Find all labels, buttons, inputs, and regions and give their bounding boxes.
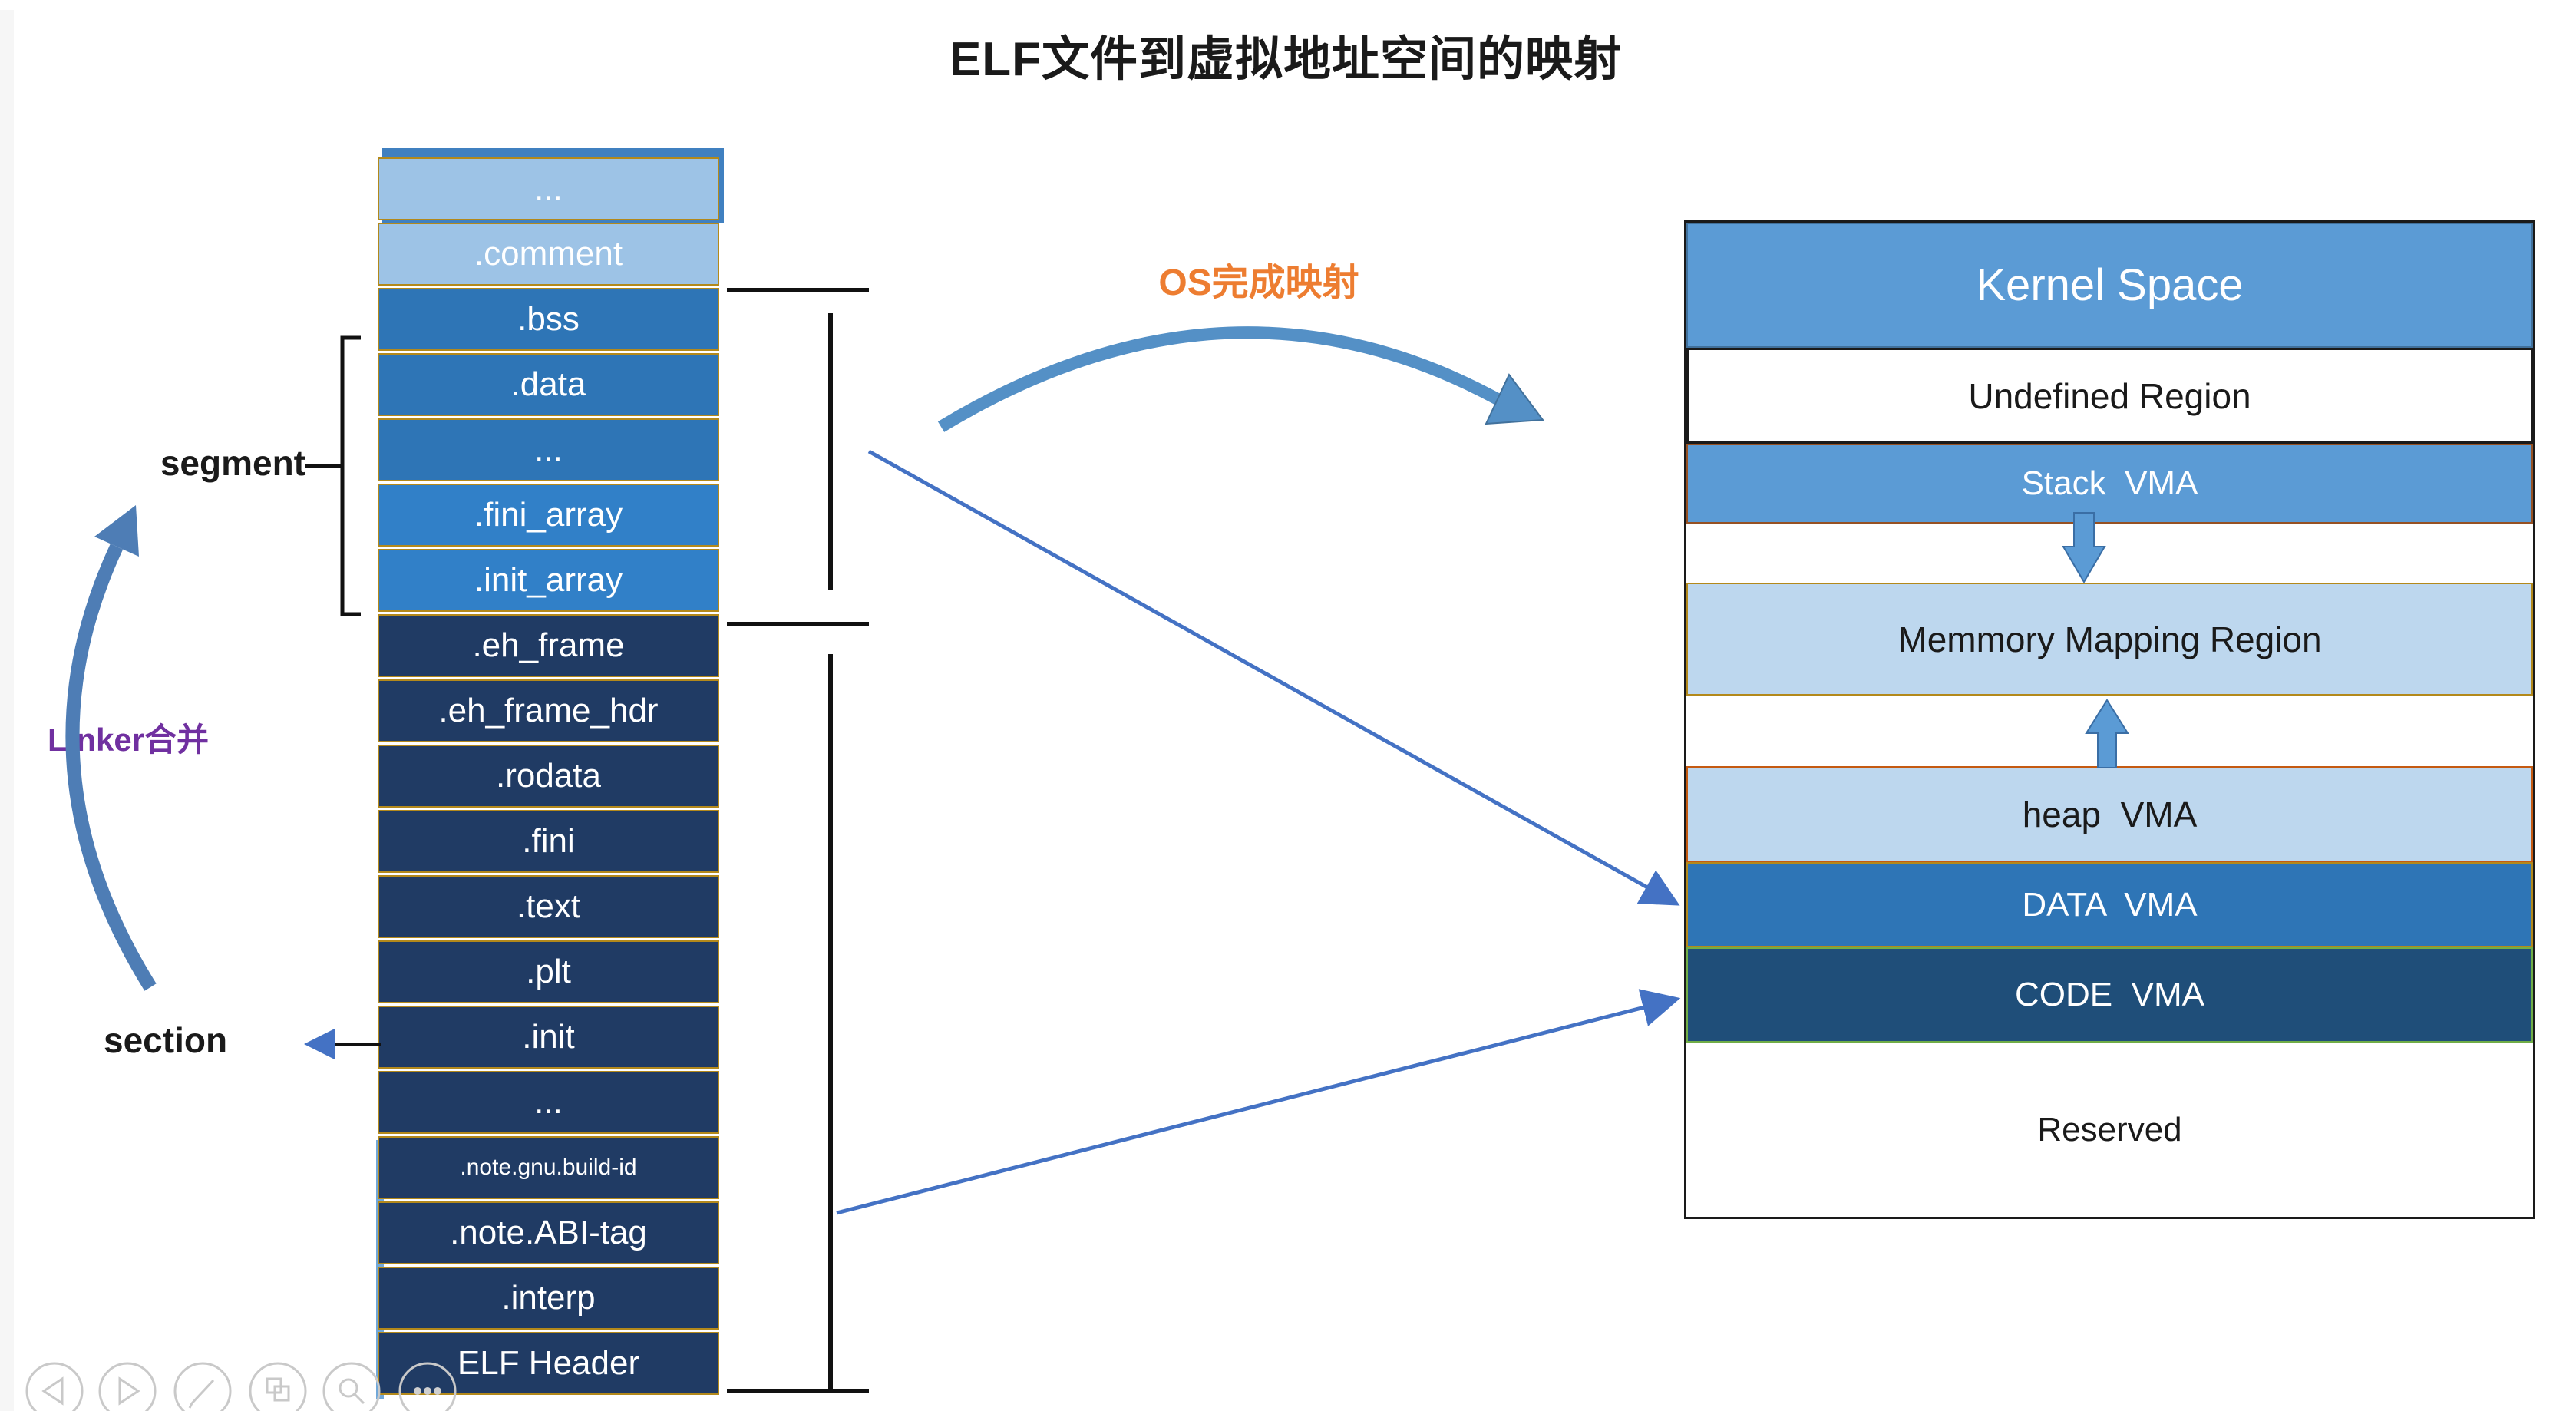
os-mapping-arrowhead-icon — [1485, 373, 1544, 425]
vma-row-label: Reserved — [2037, 1110, 2182, 1148]
vma-row-label: CODE VMA — [2015, 976, 2204, 1013]
elf-section-label: .comment — [474, 235, 623, 273]
elf-section-row: .note.ABI-tag — [378, 1201, 719, 1264]
elf-section-row: .comment — [378, 223, 719, 286]
next-icon — [118, 1376, 140, 1406]
elf-section-row: .eh_frame_hdr — [378, 679, 719, 742]
elf-section-row: .plt — [378, 940, 719, 1003]
elf-section-row: .eh_frame — [378, 614, 719, 677]
vma-row-label: Undefined Region — [1968, 375, 2251, 416]
elf-section-label: ... — [534, 170, 563, 207]
vma-row-label: DATA VMA — [2022, 885, 2198, 924]
elf-section-label: .eh_frame — [472, 626, 625, 664]
elf-section-row: .bss — [378, 288, 719, 351]
vma-row-heap: heap VMA — [1686, 766, 2533, 862]
elf-section-row: .data — [378, 353, 719, 416]
vma-row-label: Kernel Space — [1976, 260, 2244, 310]
linker-merge-arrowhead-icon — [94, 505, 139, 557]
elf-section-row: ... — [378, 418, 719, 481]
toolbar-pen-button[interactable] — [173, 1362, 232, 1411]
vma-row-undefined: Undefined Region — [1686, 348, 2533, 444]
page-title: ELF文件到虚拟地址空间的映射 — [949, 33, 1623, 86]
vma-row-kernel: Kernel Space — [1686, 223, 2533, 348]
vma-row-stackvma: Stack VMA — [1686, 444, 2533, 524]
vma-row-mmr: Memmory Mapping Region — [1686, 583, 2533, 696]
elf-section-row: .interp — [378, 1267, 719, 1330]
elf-section-row: .init_array — [378, 549, 719, 612]
elf-section-row: .fini — [378, 810, 719, 873]
vma-row-label: heap VMA — [2022, 794, 2198, 834]
elf-section-label: .fini_array — [474, 496, 623, 534]
elf-section-label: .note.gnu.build-id — [460, 1155, 637, 1180]
elf-section-row: .note.gnu.build-id — [378, 1136, 719, 1199]
toolbar-magnifier-button[interactable] — [322, 1362, 381, 1411]
magnifier-icon — [339, 1378, 358, 1398]
vma-row-label: Memmory Mapping Region — [1897, 619, 2322, 659]
elf-section-row: ... — [378, 157, 719, 220]
os-mapping-label: OS完成映射 — [1158, 263, 1359, 303]
elf-section-label: ... — [534, 1083, 563, 1121]
previous-icon — [41, 1376, 64, 1406]
segment-label: segment — [160, 443, 305, 483]
elf-section-label: .bss — [517, 300, 580, 338]
pen-icon — [188, 1379, 215, 1409]
segment-bracket — [340, 335, 361, 616]
elf-section-row: .init — [378, 1006, 719, 1069]
elf-section-label: .eh_frame_hdr — [438, 692, 659, 729]
elf-section-row: .text — [378, 875, 719, 938]
elf-section-row: ELF Header — [378, 1332, 719, 1395]
elf-section-label: .note.ABI-tag — [450, 1214, 647, 1251]
toolbar-slides-button[interactable] — [249, 1362, 307, 1411]
slides-icon-2 — [273, 1385, 290, 1402]
vma-row-reserved: Reserved — [1686, 1043, 2533, 1217]
mapping-arrow-data-vma — [867, 449, 1680, 906]
vma-row-codevma: CODE VMA — [1686, 947, 2533, 1043]
elf-section-row: .fini_array — [378, 484, 719, 547]
vma-row-gap1 — [1686, 524, 2533, 583]
elf-section-label: .rodata — [496, 757, 601, 795]
elf-section-row: .rodata — [378, 745, 719, 808]
os-mapping-arc — [937, 326, 1501, 432]
toolbar-previous-button[interactable] — [25, 1362, 84, 1411]
elf-section-label: .fini — [522, 822, 575, 860]
linker-merge-label: Linker合并 — [48, 722, 210, 758]
elf-section-label: .plt — [526, 953, 571, 990]
elf-section-row: ... — [378, 1071, 719, 1134]
elf-section-label: .data — [510, 365, 586, 403]
vma-row-datavma: DATA VMA — [1686, 862, 2533, 947]
toolbar-next-button[interactable] — [98, 1362, 157, 1411]
slides-icon — [266, 1377, 282, 1394]
elf-section-label: .text — [516, 887, 581, 925]
elf-section-label: .interp — [501, 1279, 596, 1317]
mapping-arrow-code-vma — [836, 989, 1681, 1215]
elf-stack: ... .comment .bss .data... .fini_array .init_… — [378, 157, 719, 1397]
elf-section-label: ELF Header — [457, 1344, 640, 1382]
left-edge-strip — [0, 10, 14, 1411]
elf-section-label: .init_array — [474, 561, 623, 599]
section-label: section — [104, 1020, 228, 1060]
vma-row-gap2 — [1686, 696, 2533, 766]
elf-section-label: ... — [534, 431, 563, 468]
vma-row-label: Stack VMA — [2021, 464, 2198, 502]
elf-section-label: .init — [522, 1018, 575, 1056]
linker-merge-arc — [65, 544, 157, 991]
